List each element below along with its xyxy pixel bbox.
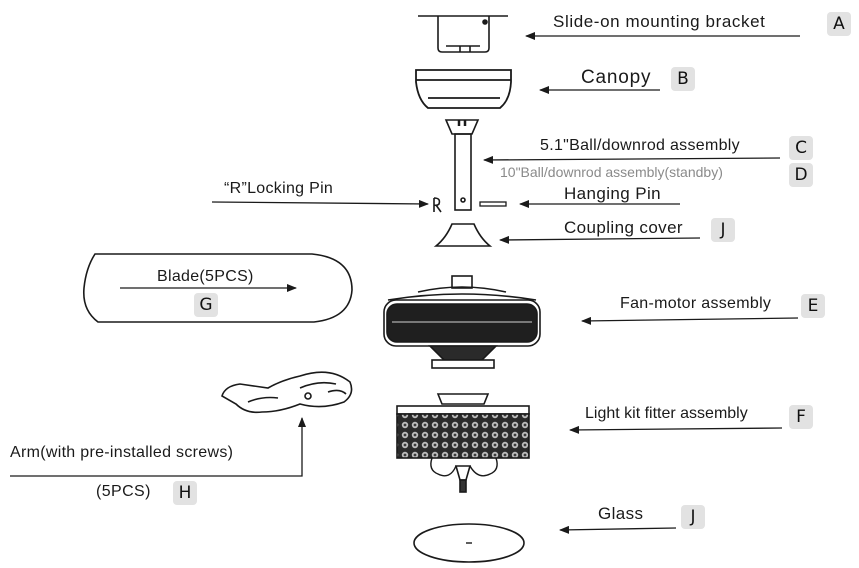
label-arm-quantity: (5PCS) xyxy=(96,483,151,500)
badge-h: H xyxy=(173,481,197,505)
glass-drawing xyxy=(413,523,525,563)
fan-motor-drawing xyxy=(383,275,541,369)
leader-lines xyxy=(10,32,800,534)
mounting-bracket-drawing xyxy=(418,15,508,53)
light-kit-drawing xyxy=(396,393,530,493)
hanging-pin-drawing xyxy=(479,201,507,207)
arm-drawing xyxy=(221,371,353,414)
leader-line-j-coupling xyxy=(499,235,701,244)
badge-e: E xyxy=(801,294,825,318)
label-r-locking-pin: “R”Locking Pin xyxy=(224,180,334,197)
label-mounting-bracket: Slide-on mounting bracket xyxy=(553,12,766,31)
badge-a: A xyxy=(827,12,851,36)
leader-line-h xyxy=(10,417,306,477)
badge-f: F xyxy=(789,405,813,429)
label-coupling-cover: Coupling cover xyxy=(564,218,683,237)
label-fan-motor: Fan-motor assembly xyxy=(620,295,772,312)
leader-line-j-glass xyxy=(559,525,677,534)
badge-g: G xyxy=(194,293,218,317)
badge-d: D xyxy=(789,163,813,187)
label-blade: Blade(5PCS) xyxy=(157,268,254,285)
canopy-drawing xyxy=(415,69,512,109)
leader-line-r-pin xyxy=(211,199,429,208)
r-locking-pin-drawing xyxy=(433,197,442,213)
coupling-cover-drawing xyxy=(433,223,493,247)
badge-j-coupling: J xyxy=(711,218,735,242)
label-downrod-5in: 5.1"Ball/downrod assembly xyxy=(540,137,740,154)
leader-line-e xyxy=(581,316,799,325)
label-hanging-pin: Hanging Pin xyxy=(564,184,662,203)
label-canopy: Canopy xyxy=(581,67,652,88)
leader-line-f xyxy=(569,425,783,434)
blade-drawing xyxy=(82,253,353,323)
label-downrod-10in: 10"Ball/downrod assembly(standby) xyxy=(500,164,723,180)
label-light-kit: Light kit fitter assembly xyxy=(585,405,748,422)
label-arm: Arm(with pre-installed screws) xyxy=(10,444,234,461)
downrod-drawing xyxy=(444,119,480,211)
label-glass: Glass xyxy=(598,504,644,523)
badge-c: C xyxy=(789,136,813,160)
leader-line-c xyxy=(483,155,781,164)
badge-b: B xyxy=(671,67,695,91)
badge-j-glass: J xyxy=(681,505,705,529)
